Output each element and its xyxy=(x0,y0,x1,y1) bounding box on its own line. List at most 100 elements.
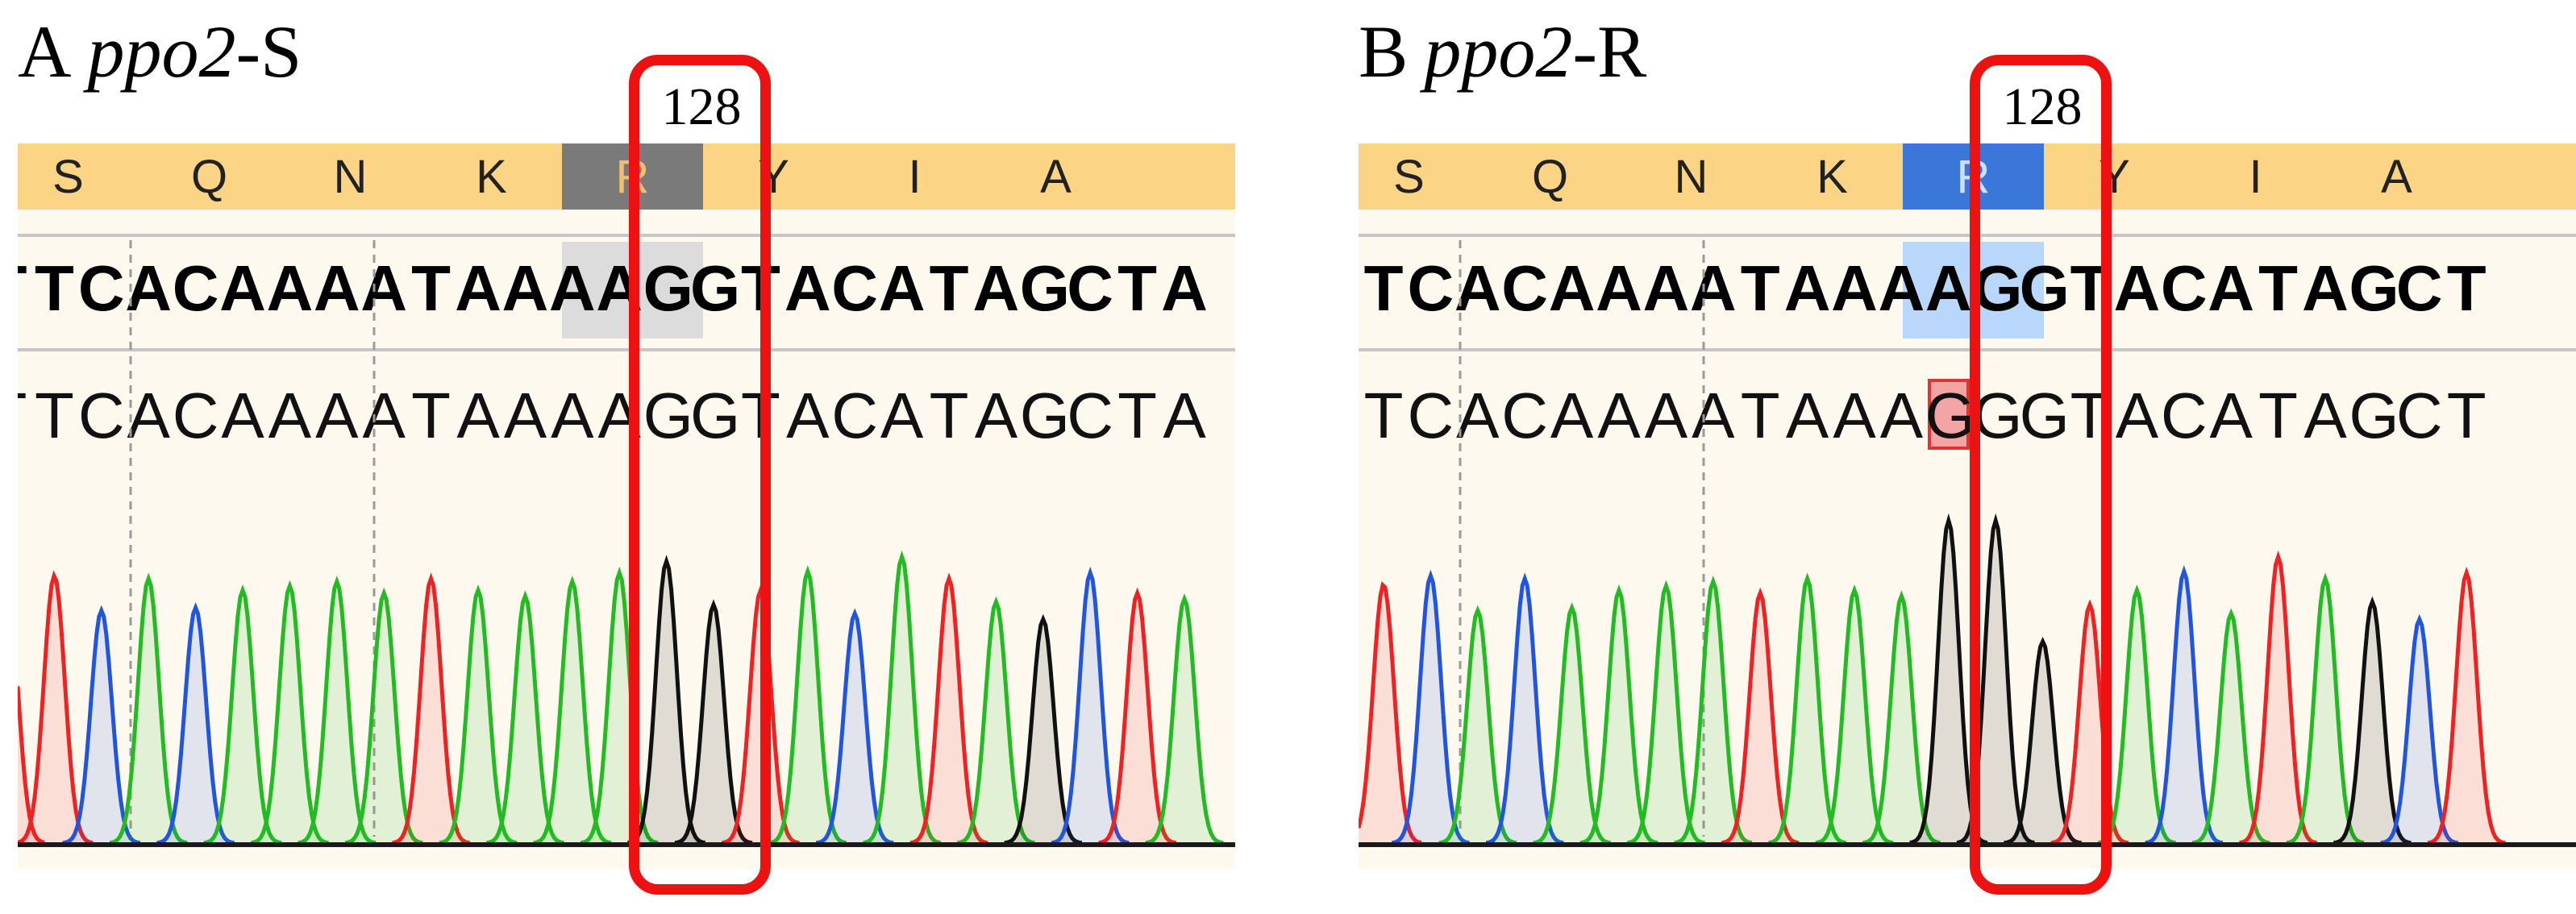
peak-fill-a xyxy=(533,581,611,843)
read-base: C xyxy=(172,380,219,451)
read-base: A xyxy=(268,380,312,451)
peak-c xyxy=(1392,569,1470,845)
read-base: C xyxy=(831,380,879,451)
reference-base: G xyxy=(690,252,741,324)
peak-fill-a xyxy=(439,590,517,843)
peak-fill-a xyxy=(957,601,1035,843)
reference-base: G xyxy=(2349,252,2399,324)
peak-c xyxy=(156,602,235,845)
peak-fill-c xyxy=(62,610,140,843)
read-base: G xyxy=(1019,380,1071,451)
peak-a xyxy=(344,587,423,845)
reference-base: A xyxy=(1689,252,1737,324)
read-base: A xyxy=(1456,380,1500,451)
amino-acid-a: A xyxy=(2381,151,2412,203)
read-base-mutation: G xyxy=(1925,380,1976,451)
reference-base: G xyxy=(2019,252,2070,324)
peak-fill-c xyxy=(2145,571,2223,843)
panel-a-chromatogram xyxy=(18,240,1235,847)
amino-acid-q: Q xyxy=(1531,151,1569,203)
reference-base: T xyxy=(2258,252,2299,324)
panel-a-position-label: 128 xyxy=(661,77,742,136)
read-base: T xyxy=(34,380,74,451)
read-base: A xyxy=(1785,380,1829,451)
peak-t xyxy=(18,570,94,845)
panel-b-gene: ppo2 xyxy=(1424,10,1573,93)
read-base: A xyxy=(503,380,547,451)
peak-fill-g xyxy=(627,561,705,843)
panel-b-letter: B xyxy=(1359,10,1409,93)
reference-base: T xyxy=(1363,252,1404,324)
peak-fill-a xyxy=(1438,610,1517,843)
reference-base: A xyxy=(1596,252,1642,324)
reference-base: C xyxy=(1501,252,1549,324)
peak-c xyxy=(815,608,894,845)
read-base: C xyxy=(1501,380,1549,451)
peak-fill-c xyxy=(2380,619,2458,843)
reference-base: G xyxy=(643,252,693,324)
reference-base: T xyxy=(929,252,969,324)
reference-base: T xyxy=(1117,252,1158,324)
peak-fill-t xyxy=(18,575,94,843)
read-base: A xyxy=(2115,380,2159,451)
peak-a xyxy=(2286,572,2365,845)
amino-acid-i: I xyxy=(2249,151,2262,203)
peak-c xyxy=(1051,567,1130,845)
panel-b-codon-128-frame xyxy=(1970,55,2112,895)
peak-a xyxy=(109,572,188,845)
reference-base: A xyxy=(972,252,1020,324)
peak-fill-t xyxy=(2051,604,2129,843)
read-base: C xyxy=(2395,380,2443,451)
read-base: A xyxy=(880,380,924,451)
reference-base: A xyxy=(313,252,360,324)
read-base: A xyxy=(221,380,264,451)
peak-fill-g xyxy=(2333,601,2412,843)
read-base: A xyxy=(362,380,406,451)
panel-a-separator-bottom xyxy=(18,348,1235,351)
peak-g xyxy=(627,555,706,845)
reference-base: A xyxy=(784,252,831,324)
read-base: G xyxy=(643,380,693,451)
peak-fill-a xyxy=(1862,596,1941,843)
panel-a-reference-sequence: TTCACAAAATAAAAGGTACATAGCTA xyxy=(18,239,1235,342)
read-base: A xyxy=(1550,380,1594,451)
peak-fill-t xyxy=(392,579,470,843)
peak-fill-a xyxy=(1816,590,1893,843)
reference-base: A xyxy=(1548,252,1596,324)
amino-acid-i: I xyxy=(908,151,922,203)
peak-fill-a xyxy=(1533,608,1611,843)
peak-a xyxy=(2191,608,2270,845)
peak-fill-t xyxy=(1098,593,1176,843)
panel-b-separator-bottom xyxy=(1359,348,2576,351)
peak-fill-g xyxy=(1957,521,2035,843)
reference-base: T xyxy=(2446,252,2487,324)
peak-fill-c xyxy=(156,608,235,843)
peak-a xyxy=(580,567,659,845)
read-base: A xyxy=(1644,380,1688,451)
peak-a xyxy=(203,584,282,845)
reference-base: A xyxy=(455,252,501,324)
read-base: A xyxy=(786,380,830,451)
peak-a xyxy=(533,575,612,845)
panel-b-position-label: 128 xyxy=(2002,77,2083,136)
peak-fill-a xyxy=(110,579,188,843)
read-base: A xyxy=(315,380,359,451)
peak-fill-t xyxy=(910,579,988,843)
peak-fill-a xyxy=(1627,586,1705,843)
peak-fill-a xyxy=(298,581,376,843)
peak-fill-a xyxy=(2287,579,2364,843)
read-base: A xyxy=(2303,380,2347,451)
peak-a xyxy=(485,590,564,845)
peak-a xyxy=(1145,593,1224,845)
read-base: T xyxy=(18,384,31,448)
amino-acid-s: S xyxy=(52,151,84,203)
reference-base: A xyxy=(2113,252,2161,324)
peak-a xyxy=(1815,584,1894,845)
panel-b-separator-top xyxy=(1359,234,2576,237)
reference-base: A xyxy=(1831,252,1878,324)
peak-c xyxy=(62,604,141,845)
peak-g xyxy=(2004,636,2082,845)
mutation-highlight xyxy=(1927,379,1970,450)
